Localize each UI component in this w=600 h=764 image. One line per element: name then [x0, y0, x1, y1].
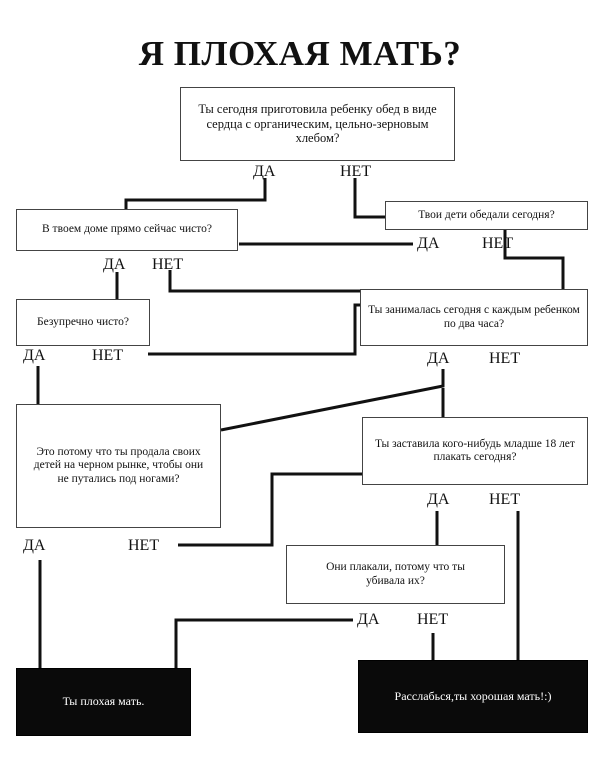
question-lunch-heart: Ты сегодня приготовила ребенку обед в ви… [180, 87, 455, 161]
page-title: Я ПЛОХАЯ МАТЬ? [138, 34, 462, 73]
answer-no: НЕТ [152, 256, 184, 273]
question-killing: Они плакали, потому что ты убивала их? [286, 545, 505, 604]
answer-yes: ДА [23, 537, 46, 554]
connector [353, 178, 385, 219]
answer-yes: ДА [427, 491, 450, 508]
question-two-hours: Ты занималась сегодня с каждым ребенком … [360, 289, 588, 346]
answer-yes: ДА [357, 611, 380, 628]
question-kids-ate: Твои дети обедали сегодня? [385, 201, 588, 230]
connector [124, 178, 267, 209]
connector [148, 303, 362, 356]
answer-no: НЕТ [489, 491, 521, 508]
result-good-mother: Расслабься,ты хорошая мать!:) [358, 660, 588, 733]
question-house-clean: В твоем доме прямо сейчас чисто? [16, 209, 238, 251]
answer-no: НЕТ [340, 163, 372, 180]
answer-yes: ДА [417, 235, 440, 252]
question-perfectly-clean: Безупречно чисто? [16, 299, 150, 346]
answer-no: НЕТ [489, 350, 521, 367]
answer-no: НЕТ [417, 611, 449, 628]
connector [174, 618, 353, 668]
answer-yes: ДА [23, 347, 46, 364]
question-made-cry: Ты заставила кого-нибудь младше 18 лет п… [362, 417, 588, 485]
answer-no: НЕТ [128, 537, 160, 554]
result-bad-mother: Ты плохая мать. [16, 668, 191, 736]
connector [503, 226, 565, 290]
answer-yes: ДА [253, 163, 276, 180]
answer-no: НЕТ [482, 235, 514, 252]
answer-no: НЕТ [92, 347, 124, 364]
connector [220, 369, 445, 432]
connector [178, 472, 362, 547]
question-black-market: Это потому что ты продала своих детей на… [16, 404, 221, 528]
connector [168, 270, 362, 293]
answer-yes: ДА [103, 256, 126, 273]
answer-yes: ДА [427, 350, 450, 367]
